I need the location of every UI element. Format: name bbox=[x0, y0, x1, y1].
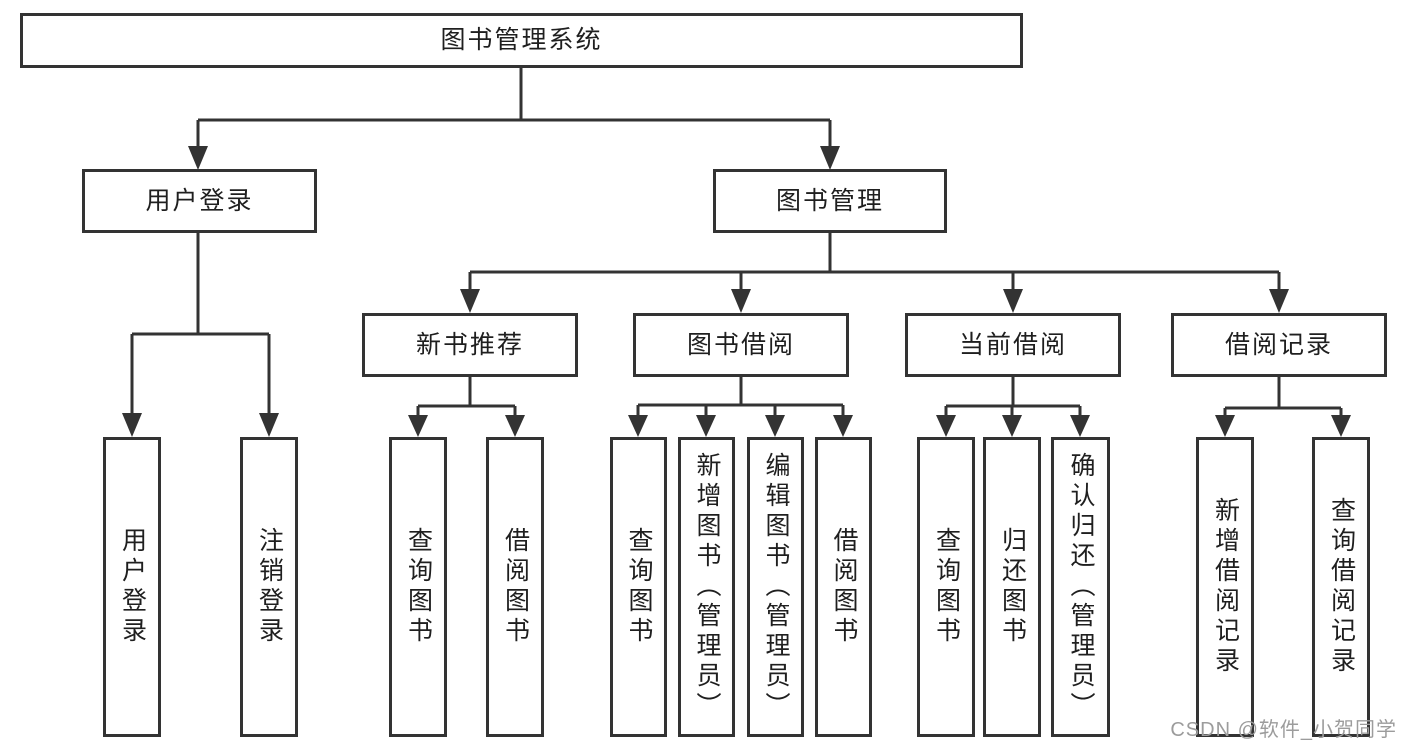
node-library-system: 图书管理系统 bbox=[20, 13, 1023, 68]
node-user-login: 用户登录 bbox=[82, 169, 317, 233]
leaf-records-query-record: 查询借阅记录 bbox=[1312, 437, 1370, 737]
node-book-management: 图书管理 bbox=[713, 169, 947, 233]
leaf-records-add-record: 新增借阅记录 bbox=[1196, 437, 1254, 737]
leaf-borrow-borrow-books: 借阅图书 bbox=[815, 437, 872, 737]
leaf-logout: 注销登录 bbox=[240, 437, 298, 737]
leaf-newbook-query-books: 查询图书 bbox=[389, 437, 447, 737]
leaf-newbook-borrow-books: 借阅图书 bbox=[486, 437, 544, 737]
leaf-current-confirm-return-admin: 确认归还（管理员） bbox=[1051, 437, 1110, 737]
node-current-borrow: 当前借阅 bbox=[905, 313, 1121, 377]
node-new-book-recommend: 新书推荐 bbox=[362, 313, 578, 377]
watermark: CSDN @软件_小贺同学 bbox=[1170, 719, 1397, 741]
leaf-current-return-books: 归还图书 bbox=[983, 437, 1041, 737]
node-borrow-records: 借阅记录 bbox=[1171, 313, 1387, 377]
leaf-user-login: 用户登录 bbox=[103, 437, 161, 737]
leaf-borrow-query-books: 查询图书 bbox=[610, 437, 667, 737]
leaf-current-query-books: 查询图书 bbox=[917, 437, 975, 737]
leaf-borrow-add-books-admin: 新增图书（管理员） bbox=[678, 437, 735, 737]
node-book-borrow: 图书借阅 bbox=[633, 313, 849, 377]
leaf-borrow-edit-books-admin: 编辑图书（管理员） bbox=[747, 437, 804, 737]
